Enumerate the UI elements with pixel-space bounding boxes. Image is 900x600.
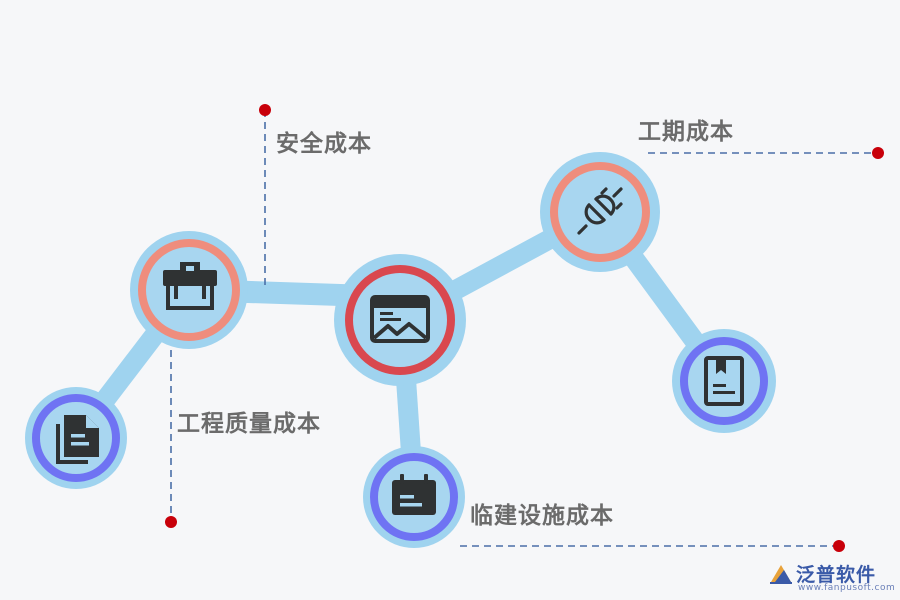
leader-lines bbox=[170, 110, 876, 547]
marker-linjian bbox=[833, 540, 845, 552]
label-anquan-cost: 安全成本 bbox=[276, 131, 372, 157]
document-icon bbox=[56, 415, 99, 464]
logo: 泛普软件 www.fanpusoft.com bbox=[768, 560, 895, 594]
node-image bbox=[334, 254, 466, 386]
label-temporary-facility-cost: 临建设施成本 bbox=[470, 503, 614, 529]
logo-url: www.fanpusoft.com bbox=[798, 583, 896, 593]
node-briefcase bbox=[130, 231, 248, 349]
markers bbox=[165, 104, 884, 552]
briefcase-icon bbox=[163, 262, 217, 310]
book-icon bbox=[704, 356, 744, 406]
label-gongqi-cost: 工期成本 bbox=[638, 119, 734, 145]
node-calendar bbox=[363, 446, 465, 548]
calendar-icon bbox=[392, 474, 436, 515]
logo-mark-icon bbox=[770, 565, 792, 584]
node-plug bbox=[540, 152, 660, 272]
image-icon bbox=[370, 295, 430, 343]
node-document bbox=[25, 387, 127, 489]
marker-gongqi bbox=[872, 147, 884, 159]
plug-icon bbox=[577, 187, 623, 235]
marker-anquan bbox=[259, 104, 271, 116]
logo-name: 泛普软件 bbox=[796, 564, 877, 586]
node-book bbox=[672, 329, 776, 433]
label-quality-cost: 工程质量成本 bbox=[177, 411, 321, 437]
marker-zhiliang bbox=[165, 516, 177, 528]
